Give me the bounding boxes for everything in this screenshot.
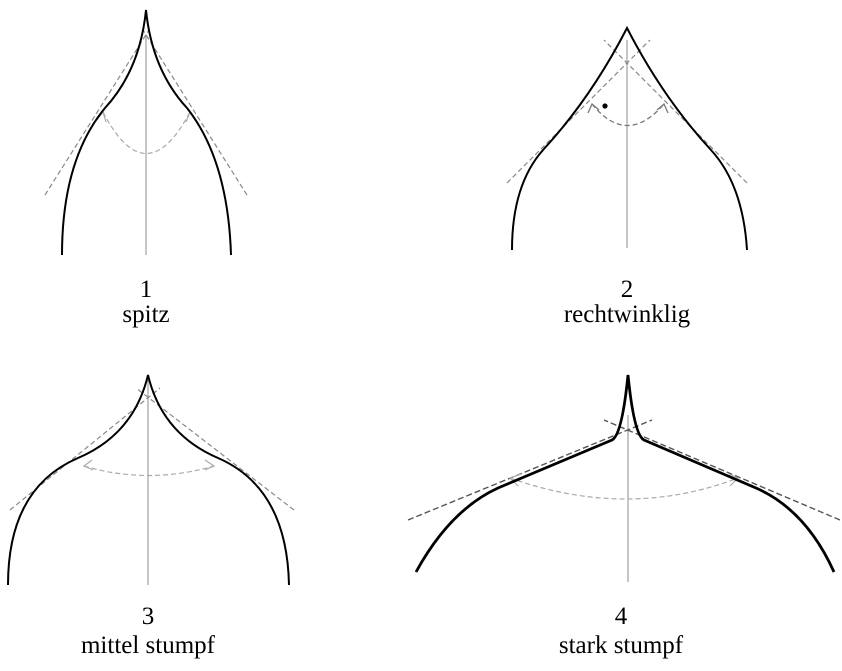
shape-number: 3: [141, 603, 155, 630]
arrow-head-right: [656, 102, 669, 114]
leaf-tip-panel-spitz: 1 spitz: [0, 0, 292, 328]
arrow-head-right: [728, 473, 740, 487]
shape-label: rechtwinklig: [563, 301, 691, 328]
right-angle-dot: [602, 103, 608, 109]
leaf-outline: [414, 374, 836, 573]
shape-number: 4: [614, 603, 628, 630]
leaf-tip-diagram-spitz: [44, 9, 248, 256]
shape-number: 2: [620, 276, 634, 303]
tangent-line-left: [44, 29, 150, 196]
leaf-tip-diagram-rechtwinklig: [506, 25, 748, 251]
leaf-outline: [61, 9, 232, 256]
leaf-tip-panel-stark-stumpf: 4 stark stumpf: [400, 360, 842, 671]
leaf-tip-panel-rechtwinklig: 2 rechtwinklig: [481, 0, 773, 328]
tangent-line-right: [603, 419, 841, 521]
angle-arc: [102, 111, 191, 154]
tangent-line-left: [506, 39, 651, 184]
tangent-line-right: [142, 29, 248, 196]
shape-label: spitz: [122, 301, 170, 328]
leaf-tip-diagram-stark-stumpf: [407, 374, 841, 582]
arrow-head-right: [204, 459, 216, 471]
shape-label: mittel stumpf: [80, 632, 216, 659]
tangent-line-left: [9, 387, 161, 511]
leaf-tip-panel-mittel-stumpf: 3 mittel stumpf: [0, 360, 296, 671]
leaf-outline: [511, 25, 748, 251]
leaf-outline: [7, 374, 290, 586]
angle-arc: [83, 465, 215, 477]
tangent-line-left: [407, 419, 653, 521]
tangent-line-right: [135, 387, 295, 511]
leaf-tip-diagram-mittel-stumpf: [7, 374, 295, 586]
arrow-head-left: [587, 102, 600, 114]
arrow-head-left: [82, 459, 94, 471]
angle-arc: [509, 477, 739, 500]
angle-arc: [591, 103, 665, 127]
tangent-line-right: [603, 39, 748, 184]
shape-label: stark stumpf: [558, 632, 684, 659]
arrow-head-left: [508, 473, 522, 487]
shape-number: 1: [139, 276, 153, 303]
